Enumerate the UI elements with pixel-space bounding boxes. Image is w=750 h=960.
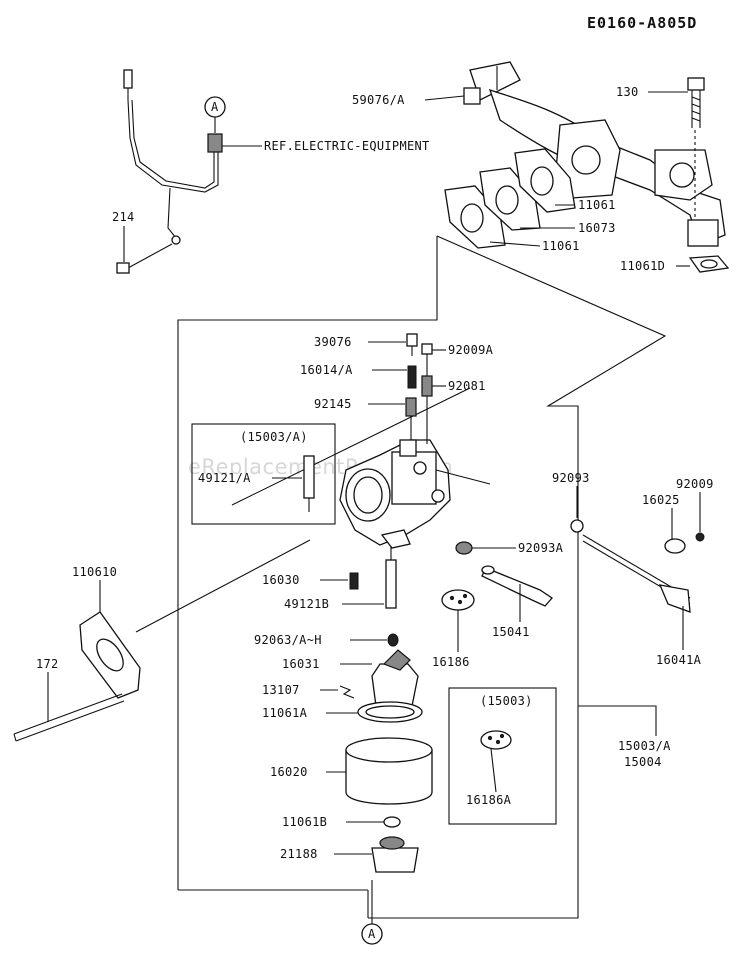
label-39076: 39076 <box>314 335 352 349</box>
label-16025: 16025 <box>642 493 680 507</box>
exhaust-manifold <box>463 61 726 247</box>
kit-box-15003 <box>448 687 557 825</box>
label-21188: 21188 <box>280 847 318 861</box>
label-214: 214 <box>112 210 135 224</box>
kit-label-15003A: (15003/A) <box>240 430 308 444</box>
svg-text:A: A <box>211 100 219 114</box>
label-16030: 16030 <box>262 573 300 587</box>
label-16031: 16031 <box>282 657 320 671</box>
label-16073: 16073 <box>578 221 616 235</box>
label-49121B: 49121B <box>284 597 329 611</box>
pin-49121A <box>303 455 315 512</box>
label-92145: 92145 <box>314 397 352 411</box>
bolt-130 <box>687 77 705 218</box>
exhaust-gaskets <box>444 148 730 273</box>
label-11061A: 11061A <box>262 706 308 720</box>
label-16041A: 16041A <box>656 653 702 667</box>
label-15041: 15041 <box>492 625 530 639</box>
label-49121A: 49121/A <box>198 471 251 485</box>
label-11061-second: 11061 <box>542 239 580 253</box>
label-11061B: 11061B <box>282 815 327 829</box>
float-bowl <box>345 737 433 805</box>
carburetor-body <box>339 439 491 549</box>
label-11061: 11061 <box>578 198 616 212</box>
needle-parts <box>405 333 433 444</box>
label-92009A: 92009A <box>448 343 494 357</box>
label-15004: 15004 <box>624 755 662 769</box>
diagram-code: E0160-A805D <box>587 14 697 32</box>
label-59076A: 59076/A <box>352 93 405 107</box>
callout-a-bottom: A <box>361 880 383 945</box>
label-16186A: 16186A <box>466 793 512 807</box>
valve-16186A <box>480 730 512 750</box>
label-92009: 92009 <box>676 477 714 491</box>
svg-text:A: A <box>368 927 376 941</box>
throttle-shaft <box>441 565 553 611</box>
kit-box-15003A <box>191 423 336 525</box>
callout-a-top: A <box>204 96 226 133</box>
float <box>357 649 423 723</box>
stud-172 <box>13 693 125 742</box>
electric-harness <box>116 69 262 274</box>
ref-electric-note: REF.ELECTRIC-EQUIPMENT <box>264 139 430 153</box>
label-16014A: 16014/A <box>300 363 353 377</box>
jets <box>339 546 399 699</box>
leader-lines <box>47 91 701 855</box>
label-11061D: 11061D <box>620 259 665 273</box>
choke-parts <box>455 519 705 613</box>
label-92093A: 92093A <box>518 541 564 555</box>
label-13107: 13107 <box>262 683 300 697</box>
label-92093: 92093 <box>552 471 590 485</box>
kit-label-15003: (15003) <box>480 694 533 708</box>
label-92063AH: 92063/A~H <box>254 633 322 647</box>
intake-gasket <box>79 611 141 699</box>
drain-parts <box>371 816 419 873</box>
label-92081: 92081 <box>448 379 486 393</box>
label-130: 130 <box>616 85 639 99</box>
assembly-outline <box>135 235 667 919</box>
label-16020: 16020 <box>270 765 308 779</box>
label-110610: 110610 <box>72 565 117 579</box>
part-labels: 59076/A 130 11061 16073 11061 11061D 214… <box>36 85 714 861</box>
label-172: 172 <box>36 657 59 671</box>
label-16186: 16186 <box>432 655 470 669</box>
label-15003A: 15003/A <box>618 739 671 753</box>
